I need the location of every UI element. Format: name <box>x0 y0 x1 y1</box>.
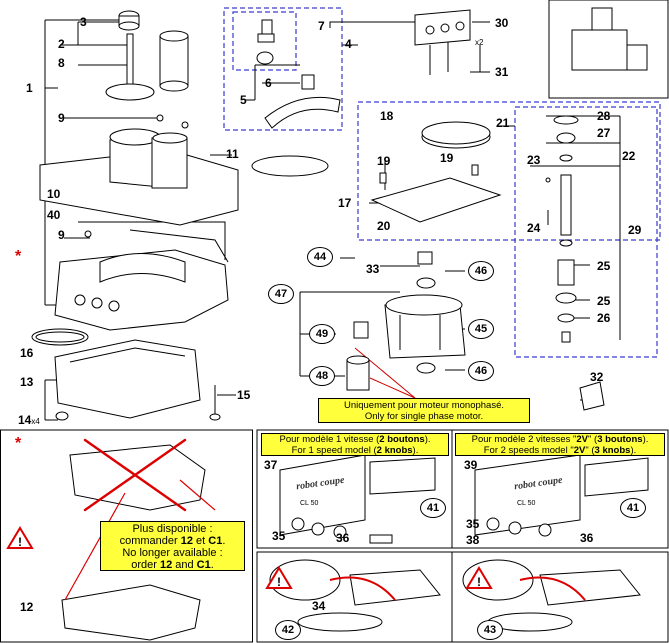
part-label-36: 36 <box>580 531 594 545</box>
part-circle-43: 43 <box>477 620 503 640</box>
part-label-6: 6 <box>265 76 272 90</box>
obsolete-cross-mark <box>83 438 187 512</box>
one-speed-model-note: Pour modèle 1 vitesse (2 boutons). For 1… <box>261 433 449 456</box>
part-label-8: 8 <box>58 56 65 70</box>
part-label-19: 19 <box>440 151 454 165</box>
part-label-21: 21 <box>496 116 510 130</box>
model-text: CL 50 <box>300 500 319 507</box>
part-label-19: 19 <box>377 154 391 168</box>
part-label-33: 33 <box>366 262 380 276</box>
part-label-9: 9 <box>58 111 65 125</box>
part-label-24: 24 <box>527 221 541 235</box>
part-label-40: 40 <box>47 208 61 222</box>
part-label-1: 1 <box>26 81 33 95</box>
part-label-25: 25 <box>597 294 611 308</box>
part-circle-47: 47 <box>268 284 294 304</box>
part-label-18: 18 <box>380 109 394 123</box>
single-phase-note: Uniquement pour moteur monophasé. Only f… <box>318 398 530 423</box>
part-label-28: 28 <box>597 109 611 123</box>
warning-triangle-icons: ! ! ! <box>6 526 493 589</box>
model-text: CL 50 <box>517 500 536 507</box>
part-label-37: 37 <box>264 458 278 472</box>
part-label-5: 5 <box>240 93 247 107</box>
group-17-frame <box>357 101 661 241</box>
svg-text:!: ! <box>18 535 22 549</box>
part-circle-41: 41 <box>420 498 446 518</box>
part-label-12: 12 <box>20 600 34 614</box>
part-circle-49: 49 <box>309 324 335 344</box>
part-label-30: 30 <box>495 16 509 30</box>
part-label-17: 17 <box>338 196 352 210</box>
svg-text:!: ! <box>277 575 281 589</box>
part-label-38: 38 <box>466 533 480 547</box>
part-label-27: 27 <box>597 126 611 140</box>
replacement-star-marker: * <box>15 435 22 452</box>
part-label-25: 25 <box>597 259 611 273</box>
part-label-20: 20 <box>377 219 391 233</box>
part-label-15: 15 <box>237 388 251 402</box>
part-label-35: 35 <box>272 529 286 543</box>
part-label-4: 4 <box>345 37 352 51</box>
part-label-23: 23 <box>527 153 541 167</box>
two-speed-model-note: Pour modèle 2 vitesses "2V" (3 boutons).… <box>455 433 665 456</box>
part-circle-42: 42 <box>275 620 301 640</box>
part-label-36: 36 <box>336 531 350 545</box>
part-circle-46: 46 <box>468 261 494 281</box>
product-thumbnail-frame <box>548 0 669 99</box>
part-label-11: 11 <box>226 147 239 161</box>
motor-block-frame <box>256 551 669 643</box>
no-longer-available-note: Plus disponible : commander 12 et C1. No… <box>100 521 245 571</box>
part-label-16: 16 <box>20 346 34 360</box>
part-label-39: 39 <box>464 458 478 472</box>
part-label-9: 9 <box>58 228 65 242</box>
part-label-26: 26 <box>597 311 611 325</box>
part-label-31: 31 <box>495 65 509 79</box>
svg-text:!: ! <box>477 575 481 589</box>
part-qty-30: x2 <box>475 38 484 47</box>
part-label-7: 7 <box>318 19 325 33</box>
part-circle-41: 41 <box>620 498 646 518</box>
group-21-frame <box>514 106 658 358</box>
part-circle-48: 48 <box>309 366 335 386</box>
control-panel-frame <box>256 429 669 549</box>
replacement-star-marker: * <box>15 248 22 265</box>
part-label-32: 32 <box>590 370 604 384</box>
part-label-29: 29 <box>628 223 642 237</box>
part-label-22: 22 <box>622 149 636 163</box>
part-label-13: 13 <box>20 375 34 389</box>
part-label-10: 10 <box>47 187 61 201</box>
part-label-34: 34 <box>312 599 326 613</box>
part-label-35: 35 <box>466 517 480 531</box>
group-4-frame <box>223 7 343 131</box>
obsolete-part-panel <box>0 429 253 643</box>
part-label-2: 2 <box>58 37 65 51</box>
part-circle-45: 45 <box>468 319 494 339</box>
part-circle-46: 46 <box>468 361 494 381</box>
part-circle-44: 44 <box>307 247 333 267</box>
part-label-14: 14x4 <box>18 413 40 427</box>
part-label-3: 3 <box>80 15 87 29</box>
